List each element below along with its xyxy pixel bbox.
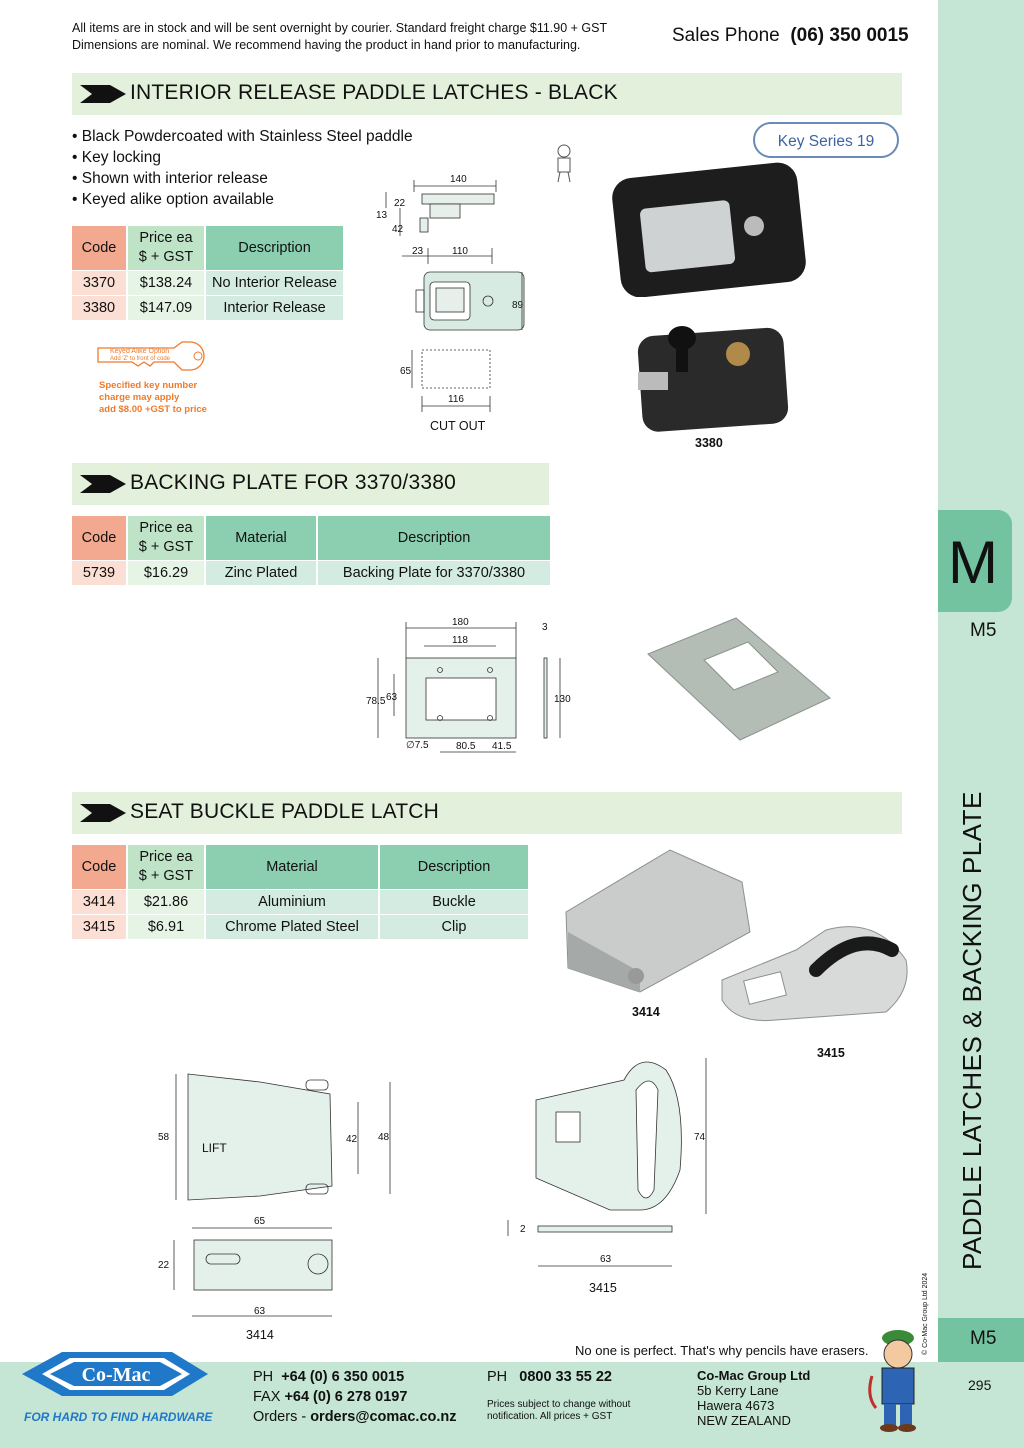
sidebar xyxy=(938,0,1024,1448)
sales-number[interactable]: (06) 350 0015 xyxy=(790,25,909,46)
svg-text:130: 130 xyxy=(554,694,571,705)
key-icon: Keyed Alike Option Add 'Z' to front of c… xyxy=(97,341,205,371)
svg-text:78.5: 78.5 xyxy=(366,696,386,707)
feature-list: • Black Powdercoated with Stainless Stee… xyxy=(72,126,413,210)
fax-number: +64 (0) 6 278 0197 xyxy=(284,1389,408,1405)
latch-table: Code Price ea$ + GST Description 3370 $1… xyxy=(70,225,345,321)
footer-motto: No one is perfect. That's why pencils ha… xyxy=(575,1343,869,1358)
svg-text:Co-Mac: Co-Mac xyxy=(82,1364,151,1386)
bullet-4: • Keyed alike option available xyxy=(72,191,274,208)
page-number: 295 xyxy=(968,1377,992,1393)
buckle-table: Code Price ea$ + GST Material Descriptio… xyxy=(70,844,530,940)
arrow-icon xyxy=(80,804,126,822)
section-1-title: INTERIOR RELEASE PADDLE LATCHES - BLACK xyxy=(130,81,618,104)
freephone-link[interactable]: 0800 33 55 22 xyxy=(519,1369,612,1385)
svg-text:63: 63 xyxy=(254,1306,266,1317)
svg-text:89: 89 xyxy=(512,300,524,311)
notice-line-2: Dimensions are nominal. We recommend hav… xyxy=(72,38,581,52)
svg-text:63: 63 xyxy=(386,692,398,703)
svg-text:116: 116 xyxy=(448,394,464,405)
drawing-caption-3414: 3414 xyxy=(246,1328,274,1342)
clip-photo-3415 xyxy=(721,926,908,1022)
svg-text:13: 13 xyxy=(376,210,388,221)
svg-text:118: 118 xyxy=(452,635,468,646)
latch-photo-3370 xyxy=(612,162,806,297)
svg-text:65: 65 xyxy=(254,1216,266,1227)
svg-text:3: 3 xyxy=(542,622,548,633)
svg-text:2: 2 xyxy=(520,1224,526,1235)
buckle-drawing-3414: 58 LIFT 42 48 65 22 63 xyxy=(158,1073,391,1317)
table-row: 5739 $16.29 Zinc Plated Backing Plate fo… xyxy=(72,561,550,585)
svg-text:48: 48 xyxy=(378,1132,390,1143)
backing-plate-table: Code Price ea$ + GST Material Descriptio… xyxy=(70,515,552,586)
photo-caption-3415: 3415 xyxy=(817,1046,845,1060)
svg-text:41.5: 41.5 xyxy=(492,741,512,752)
section-code-top: M5 xyxy=(970,620,997,641)
comac-logo: Co-Mac xyxy=(22,1352,208,1396)
svg-text:63: 63 xyxy=(600,1254,612,1265)
section-tab-m5[interactable]: M5 xyxy=(938,1318,1024,1362)
clip-drawing-3415: 74 2 63 xyxy=(507,1058,707,1267)
svg-text:42: 42 xyxy=(346,1134,358,1145)
latch-drawing: 140 22 13 42 23 110 89 65 116 CUT OUT xyxy=(376,174,525,433)
latch-photo-3380 xyxy=(637,326,789,432)
buckle-photo-3414 xyxy=(565,849,751,993)
svg-text:140: 140 xyxy=(450,174,467,185)
orders-email-link[interactable]: orders@comac.co.nz xyxy=(310,1409,457,1425)
svg-text:80.5: 80.5 xyxy=(456,741,476,752)
bullet-2: • Key locking xyxy=(72,149,161,166)
svg-text:65: 65 xyxy=(400,366,412,377)
section-3-band: SEAT BUCKLE PADDLE LATCH xyxy=(72,792,902,834)
col-price: Price ea$ + GST xyxy=(128,226,204,270)
bullet-3: • Shown with interior release xyxy=(72,170,268,187)
section-2-band: BACKING PLATE FOR 3370/3380 xyxy=(72,463,549,505)
col-code: Code xyxy=(72,226,126,270)
brand-tagline: FOR HARD TO FIND HARDWARE xyxy=(24,1410,213,1424)
svg-text:74: 74 xyxy=(694,1132,706,1143)
bullet-1: • Black Powdercoated with Stainless Stee… xyxy=(72,128,413,145)
mascot-icon xyxy=(868,1330,916,1432)
key-series-badge: Key Series 19 xyxy=(753,122,899,158)
col-description: Description xyxy=(206,226,343,270)
phone-link[interactable]: +64 (0) 6 350 0015 xyxy=(281,1369,405,1385)
table-row: 3380 $147.09 Interior Release xyxy=(72,296,343,320)
svg-text:180: 180 xyxy=(452,617,469,628)
svg-text:110: 110 xyxy=(452,246,468,257)
key-note-2: Add 'Z' to front of code xyxy=(110,356,171,362)
svg-text:CUT OUT: CUT OUT xyxy=(430,419,486,433)
sales-phone: Sales Phone (06) 350 0015 xyxy=(672,25,909,47)
contact-block: PH +64 (0) 6 350 0015 FAX +64 (0) 6 278 … xyxy=(253,1369,457,1425)
stock-notice: All items are in stock and will be sent … xyxy=(72,20,652,54)
sales-label: Sales Phone xyxy=(672,25,780,46)
section-1-band: INTERIOR RELEASE PADDLE LATCHES - BLACK xyxy=(72,73,902,115)
backing-plate-photo xyxy=(647,617,831,741)
svg-text:23: 23 xyxy=(412,246,424,257)
section-tab-m[interactable]: M xyxy=(938,510,1012,612)
svg-text:22: 22 xyxy=(394,198,406,209)
notice-line-1: All items are in stock and will be sent … xyxy=(72,21,608,35)
section-2-title: BACKING PLATE FOR 3370/3380 xyxy=(130,471,456,494)
photo-caption-3414: 3414 xyxy=(632,1005,660,1019)
key-note-1: Keyed Alike Option xyxy=(110,348,169,355)
svg-text:LIFT: LIFT xyxy=(202,1141,227,1155)
table-row: 3414 $21.86 Aluminium Buckle xyxy=(72,890,528,914)
backing-plate-drawing: 180 118 3 78.5 63 130 ∅7.5 80.5 41.5 xyxy=(366,617,571,753)
svg-text:22: 22 xyxy=(158,1260,170,1271)
mascot-icon xyxy=(557,144,571,183)
svg-text:42: 42 xyxy=(392,224,404,235)
table-row: 3415 $6.91 Chrome Plated Steel Clip xyxy=(72,915,528,939)
arrow-icon xyxy=(80,85,126,103)
section-3-title: SEAT BUCKLE PADDLE LATCH xyxy=(130,800,440,823)
drawing-caption-3415: 3415 xyxy=(589,1281,617,1295)
svg-text:∅7.5: ∅7.5 xyxy=(406,740,429,751)
company-address: Co-Mac Group Ltd 5b Kerry Lane Hawera 46… xyxy=(697,1368,811,1428)
arrow-icon xyxy=(80,475,126,493)
svg-text:58: 58 xyxy=(158,1132,170,1143)
vertical-section-title: PADDLE LATCHES & BACKING PLATE xyxy=(957,791,987,1270)
freephone-block: PH 0800 33 55 22 xyxy=(487,1369,612,1385)
table-row: 3370 $138.24 No Interior Release xyxy=(72,271,343,295)
photo-caption-3380: 3380 xyxy=(695,436,723,450)
